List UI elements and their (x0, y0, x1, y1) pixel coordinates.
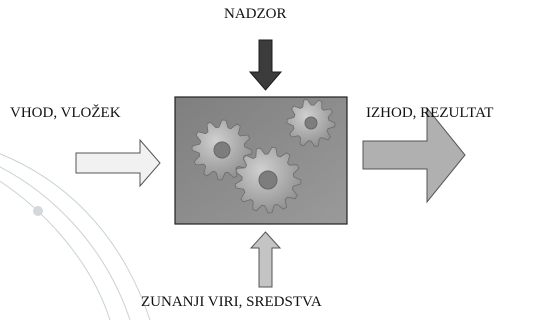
control-arrow-icon (248, 39, 283, 91)
resources-arrow-icon (249, 231, 282, 288)
decorative-dot (33, 206, 43, 216)
gear-top-right-hub (304, 116, 318, 130)
input-label: VHOD, VLOŽEK (10, 105, 121, 121)
output-label: IZHOD, REZULTAT (366, 105, 494, 121)
output-arrow-icon (362, 106, 466, 204)
gears-icon (191, 98, 336, 214)
input-arrow-icon (75, 138, 161, 188)
gear-left-hub (213, 141, 231, 159)
resources-label: ZUNANJI VIRI, SREDSTVA (141, 294, 322, 310)
gear-center-hub (258, 170, 278, 190)
control-label: NADZOR (224, 6, 287, 22)
decorative-swirl (0, 153, 151, 320)
